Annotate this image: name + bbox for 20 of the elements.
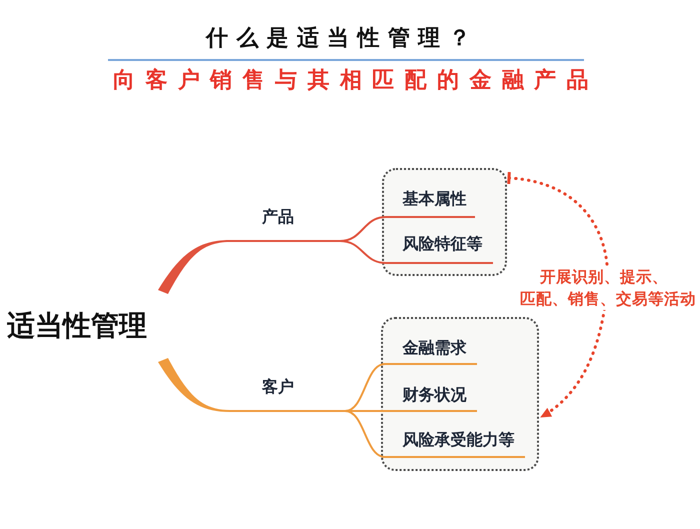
topic-text: 基本属性	[402, 188, 466, 208]
topic-text: 产品	[262, 207, 294, 227]
edge-label: 开展识别、提示、匹配、销售、交易等活动	[520, 266, 696, 310]
topic-text: 风险特征等	[402, 234, 482, 254]
topic-text: 客户	[262, 377, 294, 397]
title-text: 什么是适当性管理？	[206, 27, 479, 51]
branch-line	[345, 410, 385, 412]
dotted-group-box	[381, 317, 539, 471]
branch-line	[340, 240, 386, 264]
dotted-group-box	[382, 168, 507, 276]
dotted-arrow	[506, 172, 610, 418]
topic-text: 金融需求	[402, 338, 466, 358]
branch-curve	[158, 358, 230, 412]
branch-line	[344, 410, 386, 458]
central-topic: 适当性管理	[6, 290, 158, 362]
branch-curve	[158, 240, 230, 294]
topic-text: 财务状况	[402, 384, 466, 404]
branch-line	[344, 363, 386, 412]
subtitle-text: 向客户销售与其相匹配的金融产品	[113, 69, 599, 93]
topic-text: 风险承受能力等	[402, 430, 514, 450]
